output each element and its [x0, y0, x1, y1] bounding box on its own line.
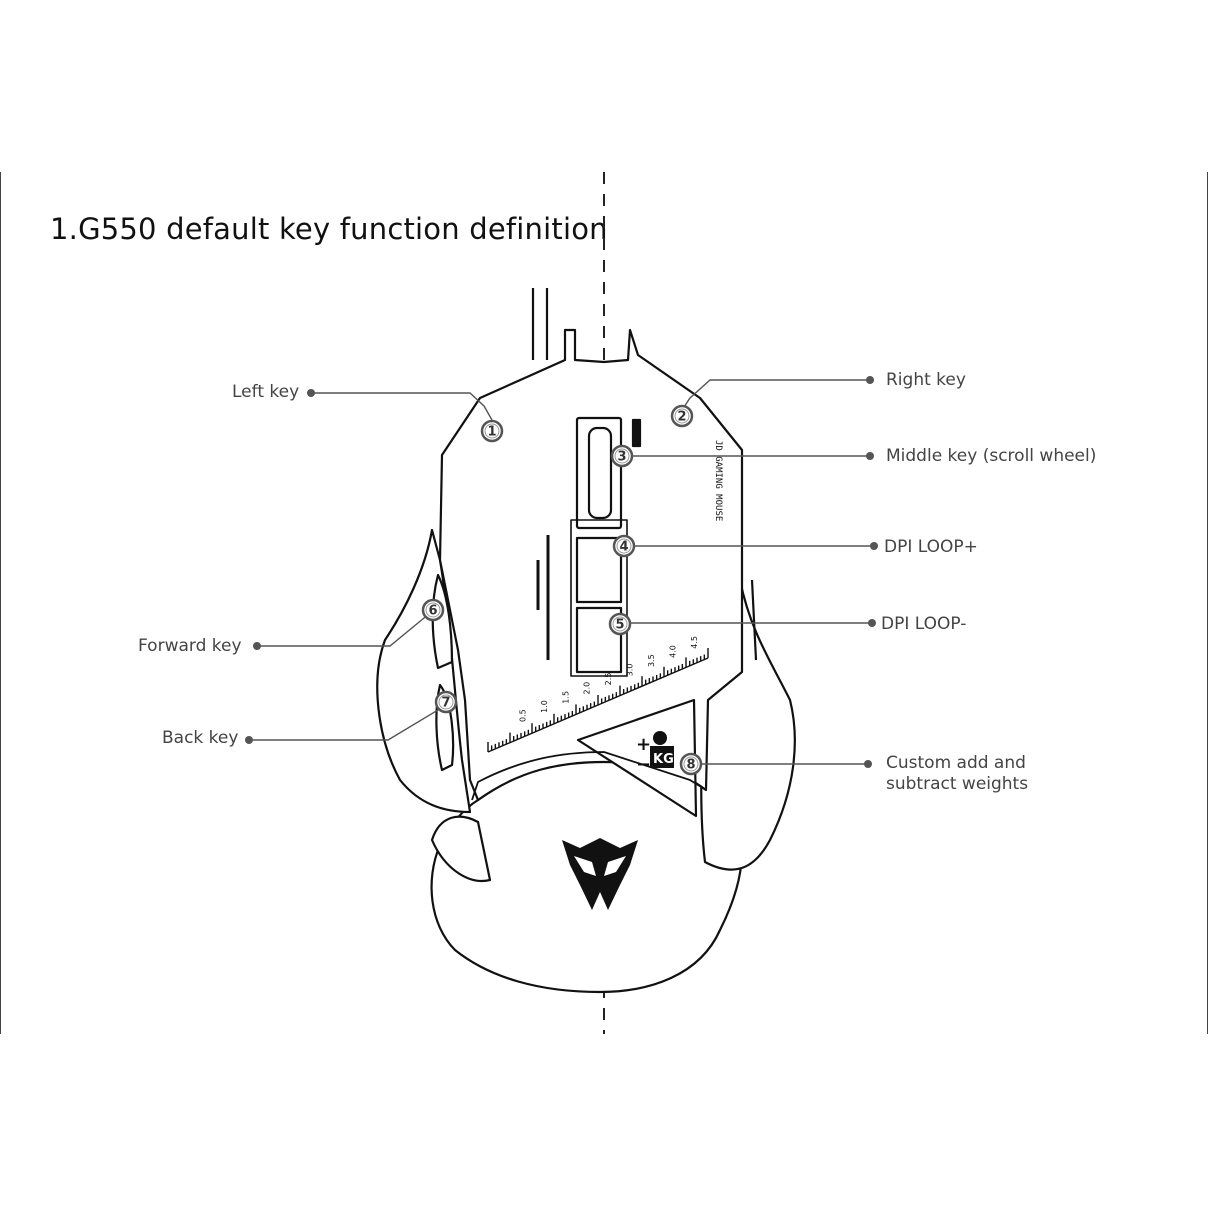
callout-8: 8: [679, 752, 703, 776]
scale-tick-label: 3.5: [647, 654, 656, 667]
label-right-key: Right key: [886, 370, 966, 390]
svg-text:5: 5: [615, 618, 624, 633]
scale-tick-label: 3.0: [626, 663, 635, 676]
svg-text:−: −: [636, 754, 651, 775]
scale-tick-label: 1.5: [561, 691, 570, 704]
callout-3: 3: [610, 444, 634, 468]
scroll-wheel: [587, 426, 613, 520]
scale-tick-label: 1.0: [540, 700, 549, 713]
dpi-scale-ruler: [487, 648, 709, 753]
label-custom-weights-line2: subtract weights: [886, 774, 1029, 794]
cable: [531, 288, 549, 360]
label-dpi-loop-plus: DPI LOOP+: [884, 537, 978, 557]
diagram-title: 1.G550 default key function definition: [50, 212, 608, 246]
leader-dots: [245, 376, 878, 768]
label-middle-key: Middle key (scroll wheel): [886, 446, 1097, 466]
callout-4: 4: [612, 534, 636, 558]
left-frame-border: [0, 172, 1, 1034]
callout-7: 7: [434, 690, 458, 714]
svg-text:7: 7: [441, 696, 450, 711]
svg-text:KG: KG: [653, 752, 674, 767]
callout-1: 1: [480, 419, 504, 443]
svg-text:1: 1: [487, 425, 496, 440]
leader-right-key: [681, 379, 870, 411]
callout-2: 2: [670, 404, 694, 428]
brand-logo: [562, 838, 638, 910]
label-back-key: Back key: [162, 728, 239, 748]
callout-6: 6: [421, 598, 445, 622]
right-frame-border: [1207, 172, 1208, 1034]
svg-text:3: 3: [617, 450, 626, 465]
scale-tick-label: 4.0: [669, 645, 678, 658]
right-wing-edge: [750, 579, 758, 661]
label-dpi-loop-minus: DPI LOOP-: [881, 614, 967, 634]
scale-tick-label: 2.0: [583, 682, 592, 695]
svg-text:6: 6: [428, 604, 437, 619]
thumb-wedge: [430, 815, 492, 883]
label-custom-weights-line1: Custom add and: [886, 753, 1026, 773]
scale-tick-label: 4.5: [690, 636, 699, 649]
label-left-key: Left key: [232, 382, 300, 402]
svg-text:2: 2: [677, 410, 686, 425]
callout-5: 5: [608, 612, 632, 636]
svg-text:8: 8: [686, 758, 695, 773]
svg-text:4: 4: [619, 540, 628, 555]
scale-tick-label: 0.5: [518, 709, 527, 722]
svg-text:+: +: [636, 734, 651, 755]
weight-icon: KG + −: [636, 731, 674, 775]
label-forward-key: Forward key: [138, 636, 242, 656]
scale-tick-label: 2.5: [604, 673, 613, 686]
leader-left-key: [311, 392, 493, 421]
side-print: JD GAMING MOUSE: [713, 440, 723, 521]
